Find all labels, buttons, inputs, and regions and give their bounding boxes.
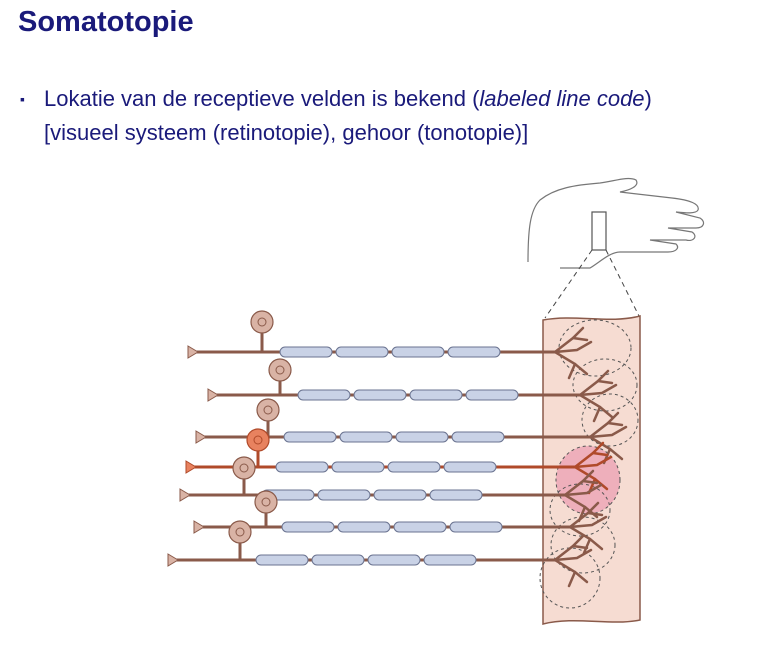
zoom-line-right (606, 250, 640, 318)
axon-terminal (180, 489, 190, 501)
myelin-segment (396, 432, 448, 442)
myelin-segment (392, 347, 444, 357)
myelin-segment (338, 522, 390, 532)
myelin-segment (410, 390, 462, 400)
myelin-segment (444, 462, 496, 472)
myelin-segment (466, 390, 518, 400)
myelin-segment (450, 522, 502, 532)
axon-terminal (186, 461, 196, 473)
cell-body (233, 457, 255, 479)
myelin-segment (388, 462, 440, 472)
cell-body (251, 311, 273, 333)
myelin-segment (368, 555, 420, 565)
myelin-segment (276, 462, 328, 472)
myelin-segment (340, 432, 392, 442)
myelin-segment (424, 555, 476, 565)
myelin-segment (394, 522, 446, 532)
myelin-segment (256, 555, 308, 565)
myelin-segment (332, 462, 384, 472)
cell-body (255, 491, 277, 513)
myelin-segment (336, 347, 388, 357)
myelin-segment (312, 555, 364, 565)
myelin-segment (448, 347, 500, 357)
myelin-segment (318, 490, 370, 500)
cell-body (229, 521, 251, 543)
myelin-segment (430, 490, 482, 500)
axon-terminal (196, 431, 206, 443)
myelin-segment (452, 432, 504, 442)
myelin-segment (374, 490, 426, 500)
myelin-segment (282, 522, 334, 532)
axon-terminal (194, 521, 204, 533)
myelin-segment (354, 390, 406, 400)
myelin-segment (298, 390, 350, 400)
cell-body-highlighted (247, 429, 269, 451)
myelin-segment (280, 347, 332, 357)
hand-illustration (528, 178, 703, 318)
axon-terminal (208, 389, 218, 401)
axon-terminal (168, 554, 178, 566)
axon-terminal (188, 346, 198, 358)
cell-body (269, 359, 291, 381)
cell-body (257, 399, 279, 421)
skin-patch (540, 316, 640, 624)
hand-outline (528, 178, 703, 268)
myelin-segment (284, 432, 336, 442)
